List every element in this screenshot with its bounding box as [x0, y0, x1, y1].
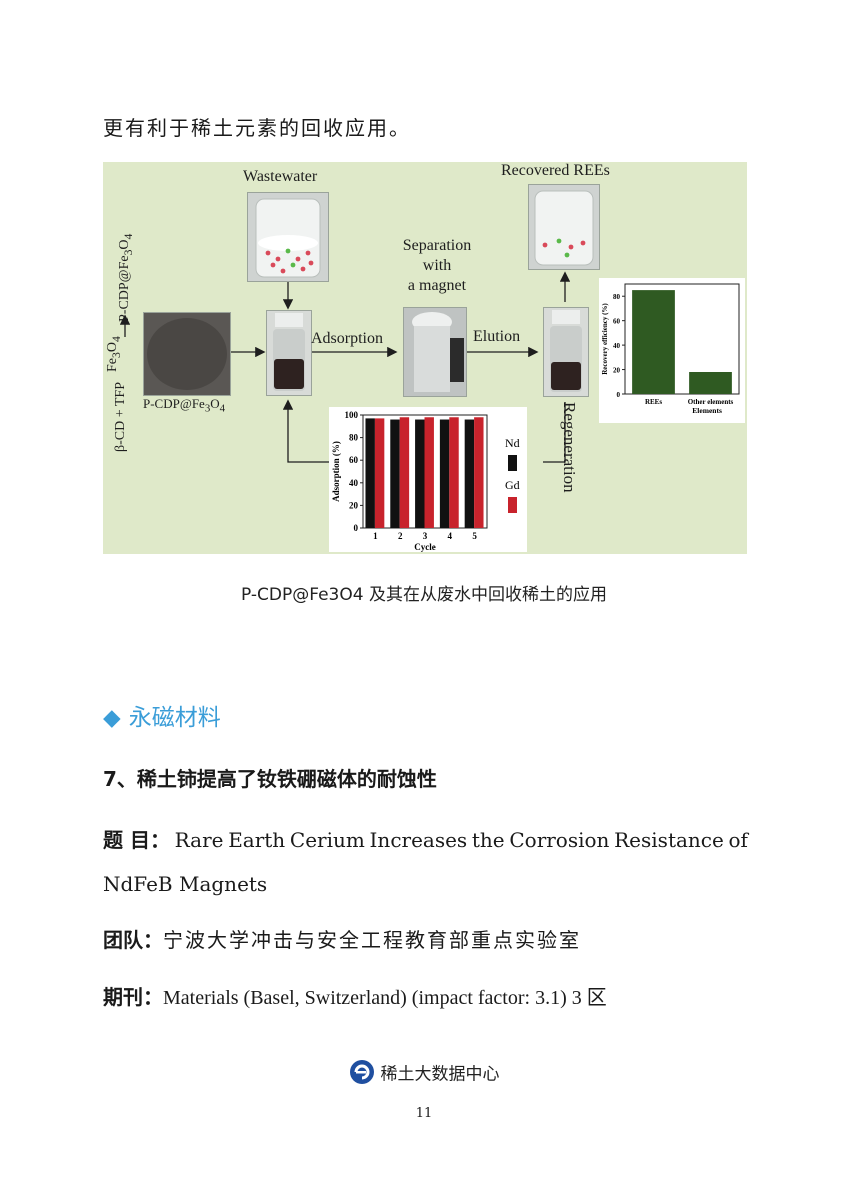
recovery-bar: [632, 290, 675, 394]
wastewater-label: Wastewater: [243, 168, 318, 185]
bar-nd: [390, 419, 400, 528]
x-tick-label: 4: [448, 531, 453, 541]
x-tick-label: REEs: [645, 398, 662, 406]
wastewater-photo: [247, 192, 329, 282]
x-axis-label: Elements: [692, 406, 722, 415]
recovered-label: Recovered REEs: [501, 162, 610, 179]
footer: 稀土大数据中心: [0, 1059, 848, 1090]
plot-frame: [624, 283, 740, 395]
journal-field: 期刊：Materials (Basel, Switzerland) (impac…: [103, 975, 748, 1020]
y-tick-label: 60: [613, 318, 621, 326]
magnet-photo: [403, 307, 467, 397]
x-tick-label: 5: [472, 531, 477, 541]
powder-label: P-CDP@Fe3O4: [143, 396, 226, 415]
legend-label: Nd: [505, 436, 520, 450]
bar-gd: [474, 417, 484, 528]
page-number: 11: [415, 1106, 433, 1121]
elution-vial-photo: [543, 307, 589, 397]
bar-nd: [439, 419, 450, 528]
y-axis-label: Recovery efficiency (%): [601, 303, 609, 375]
title-word: Resistance: [614, 828, 724, 852]
title-word: Corrosion: [509, 828, 610, 852]
y-tick-label: 40: [613, 342, 621, 350]
powder-photo: [143, 312, 231, 396]
title-word: Cerium: [289, 828, 365, 852]
x-tick-label: 3: [423, 531, 428, 541]
title-word: Earth: [228, 828, 286, 852]
bar-gd: [399, 417, 410, 528]
y-tick-label: 0: [617, 391, 621, 399]
title-word: Rare: [174, 828, 224, 852]
adsorption-vial-photo: [266, 310, 312, 396]
bar-gd: [374, 418, 385, 528]
title-label: 题 目：: [103, 828, 170, 852]
legend-swatch: [508, 455, 517, 471]
bar-nd: [415, 419, 425, 528]
adsorption-label: Adsorption: [311, 330, 383, 347]
bar-nd: [464, 419, 475, 528]
intro-text: 更有利于稀土元素的回收应用。: [103, 116, 411, 140]
title-word: the: [471, 828, 505, 852]
title-word: Increases: [369, 828, 468, 852]
journal-label: 期刊：: [103, 985, 163, 1009]
bar-gd: [449, 417, 459, 528]
y-tick-label: 80: [613, 293, 621, 301]
article-heading: 7、稀土铈提高了钕铁硼磁体的耐蚀性: [103, 767, 437, 791]
x-tick-label: Other elements: [688, 398, 734, 406]
elution-label: Elution: [473, 328, 521, 345]
x-tick-label: 2: [398, 531, 403, 541]
flow-arrows: [119, 271, 571, 463]
y-tick-label: 100: [345, 410, 359, 420]
y-tick-label: 20: [349, 500, 359, 510]
footer-text: 稀土大数据中心: [380, 1064, 500, 1085]
section-title: ◆ 永磁材料: [103, 698, 221, 732]
regeneration-label: Regeneration: [560, 402, 579, 493]
journal-value: Materials (Basel, Switzerland) (impact f…: [163, 987, 607, 1009]
title-word: of: [728, 828, 748, 852]
x-axis-label: Cycle: [414, 542, 436, 552]
logo-icon: [349, 1059, 375, 1090]
title-line-2: NdFeB Magnets: [103, 872, 268, 896]
y-tick-label: 80: [349, 433, 359, 443]
bar-nd: [365, 418, 375, 528]
section-title-text: 永磁材料: [128, 705, 221, 731]
y-tick-label: 40: [349, 478, 359, 488]
bar-gd: [424, 417, 434, 528]
y-axis-label: Adsorption (%): [331, 441, 341, 502]
team-field: 团队：宁波大学冲击与安全工程教育部重点实验室: [103, 918, 748, 962]
x-tick-label: 1: [373, 531, 378, 541]
legend-label: Gd: [505, 478, 520, 492]
figure-caption: P-CDP@Fe3O4 及其在从废水中回收稀土的应用: [241, 585, 607, 605]
legend-swatch: [508, 497, 517, 513]
y-tick-label: 20: [613, 367, 621, 375]
recovered-photo: [528, 184, 600, 270]
separation-label: Separation with a magnet: [402, 237, 472, 294]
recovery-bar: [689, 372, 732, 394]
y-tick-label: 0: [354, 523, 359, 533]
figure: β-CD + TFP Fe3O4 P-CDP@Fe3O4 Wastewater: [103, 162, 747, 554]
team-label: 团队：: [103, 928, 163, 952]
y-tick-label: 60: [349, 455, 359, 465]
diamond-icon: ◆: [103, 705, 121, 731]
team-value: 宁波大学冲击与安全工程教育部重点实验室: [163, 928, 581, 952]
